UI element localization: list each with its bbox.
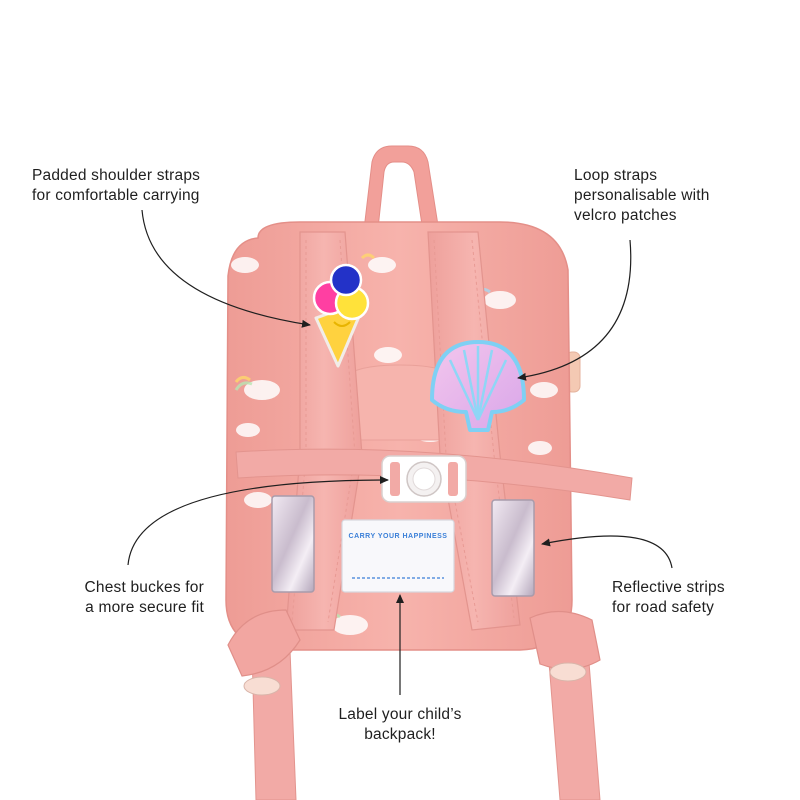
name-label-patch: CARRY YOUR HAPPINESS (341, 519, 455, 593)
left-strap-adjuster (227, 609, 301, 696)
callout-line: Padded shoulder straps (32, 167, 201, 184)
arrow-loop-straps (517, 239, 632, 381)
callout-loop-straps: Loop straps personalisable with velcro p… (574, 166, 710, 226)
callout-line: Chest buckes for (84, 579, 204, 596)
callout-line: for road safety (612, 599, 715, 616)
callout-line: Loop straps (574, 167, 658, 184)
callout-line: velcro patches (574, 207, 677, 224)
right-strap-adjuster (529, 610, 601, 682)
callout-line: for comfortable carrying (32, 187, 200, 204)
seashell-patch-icon (430, 340, 526, 432)
callout-label: Label your child’s backpack! (300, 705, 500, 745)
arrow-shoulder-straps (141, 209, 311, 328)
callout-line: a more secure fit (85, 599, 204, 616)
callout-reflective-strips: Reflective strips for road safety (612, 578, 725, 618)
callout-chest-buckles: Chest buckes for a more secure fit (56, 578, 204, 618)
callout-line: Label your child’s (338, 706, 462, 723)
ice-cream-patch-icon (312, 263, 370, 368)
right-reflective-strip (491, 499, 535, 597)
arrow-chest-buckles (127, 476, 389, 566)
callout-line: personalisable with (574, 187, 710, 204)
callout-shoulder-straps: Padded shoulder straps for comfortable c… (32, 166, 200, 206)
backpack-label-text: CARRY YOUR HAPPINESS (349, 533, 448, 540)
callout-line: Reflective strips (612, 579, 725, 596)
chest-buckle (381, 455, 467, 503)
left-reflective-strip (271, 495, 315, 593)
callout-line: backpack! (364, 726, 436, 743)
arrow-reflective-strips (541, 535, 673, 569)
